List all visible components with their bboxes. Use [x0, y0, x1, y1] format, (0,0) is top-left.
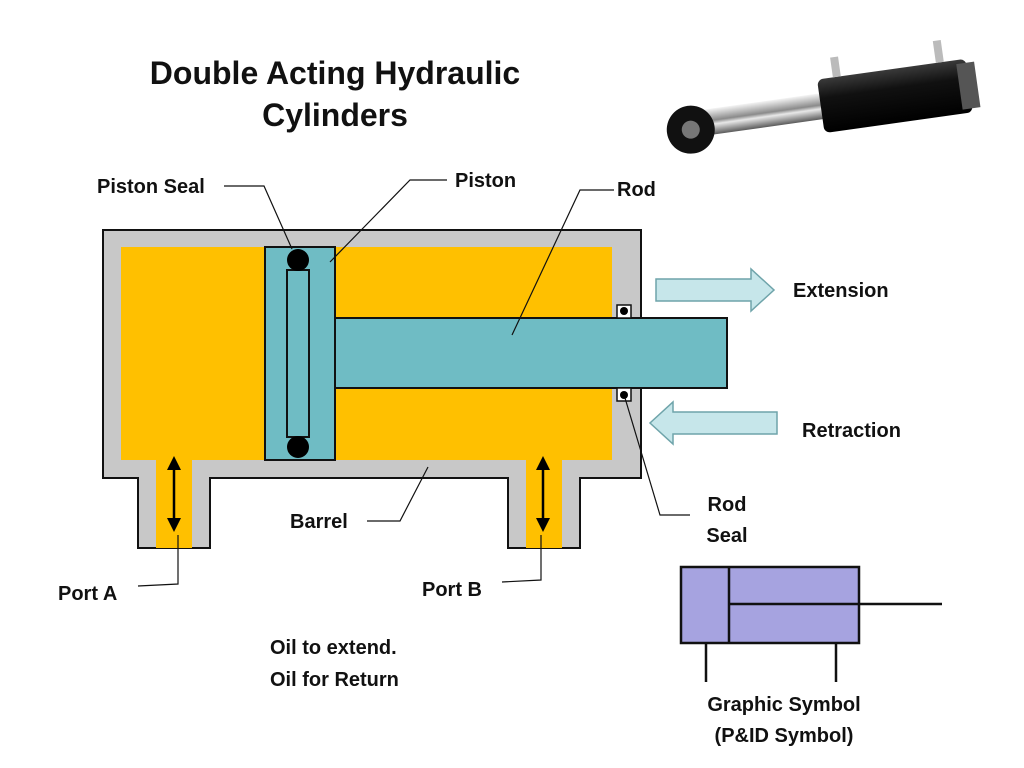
piston-leader: [329, 179, 447, 263]
rod-seal-label-line-2: Seal: [706, 525, 748, 547]
port-b-label: Port B: [422, 579, 482, 601]
rod: [334, 317, 728, 389]
rod-seal-leader: [624, 397, 690, 516]
title-line-1: Double Acting Hydraulic: [149, 55, 521, 91]
pid-caption-line-1: Graphic Symbol: [707, 694, 861, 716]
piston-seal-bottom: [287, 436, 309, 458]
extension-arrow: [655, 267, 776, 313]
photo-chrome-rod: [690, 90, 843, 138]
leader-lines: [137, 179, 690, 587]
rod-leader: [511, 189, 614, 336]
pid-symbol-caption: Graphic Symbol (P&ID Symbol): [684, 690, 884, 752]
rod-seal-label: Rod Seal: [690, 490, 764, 552]
photo-end-cap: [956, 61, 981, 110]
port-b-leader: [501, 535, 542, 583]
piston-seal-label: Piston Seal: [97, 176, 205, 198]
photo-barrel: [817, 59, 973, 133]
port-a-arrow: [167, 456, 181, 532]
port-a-leader: [137, 535, 179, 587]
photo-port-fitting-2: [932, 40, 944, 63]
oil-note-return: Oil for Return: [270, 669, 399, 691]
diagram-title: Double Acting Hydraulic Cylinders: [110, 52, 560, 136]
cylinder-photo: [666, 40, 981, 154]
oil-note-extend: Oil to extend.: [270, 637, 397, 659]
pid-caption-line-2: (P&ID Symbol): [714, 725, 854, 747]
retraction-label: Retraction: [802, 420, 901, 442]
piston-seal-leader: [224, 185, 293, 250]
piston-seal-top: [287, 249, 309, 271]
retraction-arrow: [648, 400, 778, 446]
rod-label: Rod: [617, 179, 656, 201]
title-line-2: Cylinders: [262, 97, 408, 133]
oil-note: Oil to extend. Oil for Return: [270, 632, 399, 696]
port-a-label: Port A: [58, 583, 118, 605]
rod-seal-label-line-1: Rod: [707, 494, 747, 516]
port-b-arrow: [536, 456, 550, 532]
piston-seal-groove: [286, 269, 310, 438]
extension-label: Extension: [793, 280, 889, 302]
photo-port-fitting-1: [830, 56, 841, 78]
barrel-leader: [367, 466, 429, 522]
piston-label: Piston: [455, 170, 517, 192]
barrel-label: Barrel: [290, 511, 348, 533]
pid-symbol: [679, 565, 942, 682]
photo-clevis-hole: [681, 120, 700, 139]
